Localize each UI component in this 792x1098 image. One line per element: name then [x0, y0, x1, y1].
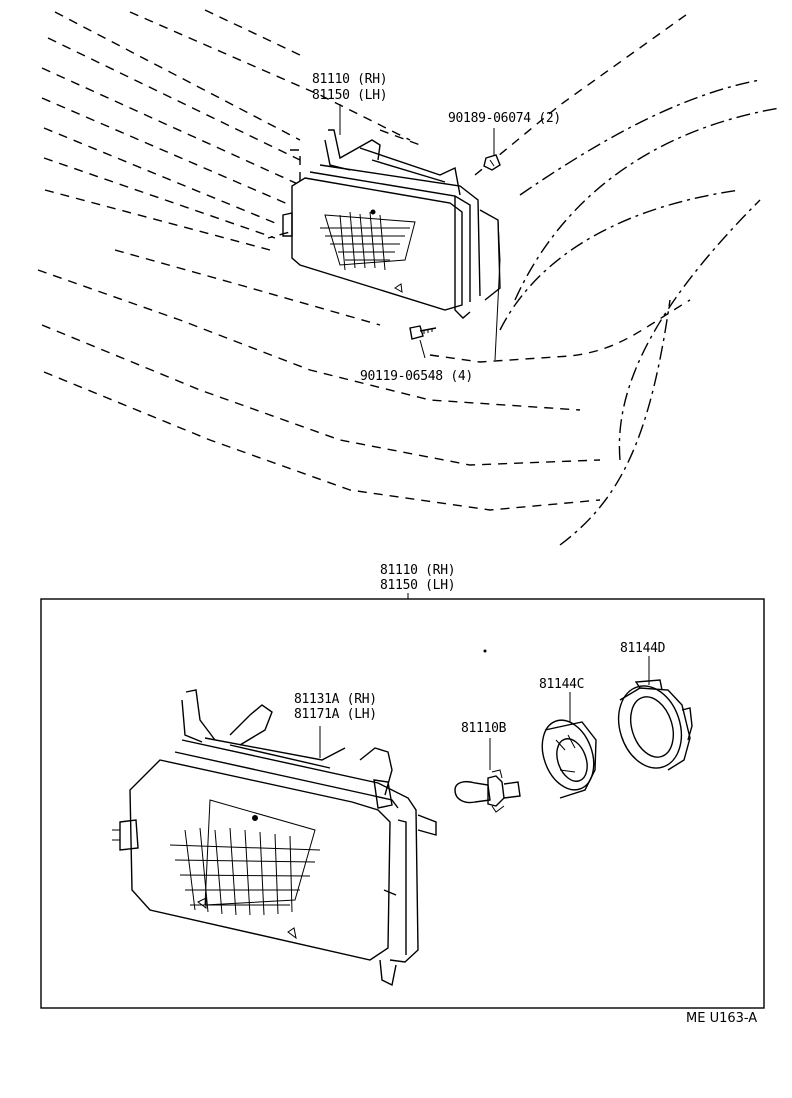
label-unit-rh: 81131A (RH) — [294, 692, 377, 707]
bolt-bottom — [409, 325, 437, 359]
headlamp-unit — [112, 689, 437, 987]
figure-code: ME U163-A — [686, 1011, 758, 1026]
label-ring: 81144D — [620, 641, 666, 656]
label-top-assembly-rh: 81110 (RH) — [312, 72, 388, 87]
assembly-box — [40, 598, 765, 1009]
headlamp-installed — [282, 129, 501, 319]
label-cap: 81144C — [539, 677, 585, 692]
socket-cap — [541, 692, 597, 799]
clip-nut-top — [483, 154, 501, 171]
label-box-assembly-rh: 81110 (RH) — [380, 563, 456, 578]
label-unit-lh: 81171A (LH) — [294, 707, 377, 722]
label-box-assembly-lh: 81150 (LH) — [380, 578, 456, 593]
label-bulb: 81110B — [461, 721, 507, 736]
label-bolt-bottom: 90119-06548 (4) — [360, 369, 473, 384]
bulb — [454, 738, 521, 813]
label-screw-top: 90189-06074 (2) — [448, 111, 561, 126]
label-top-assembly-lh: 81150 (LH) — [312, 88, 388, 103]
retaining-ring — [617, 656, 693, 771]
